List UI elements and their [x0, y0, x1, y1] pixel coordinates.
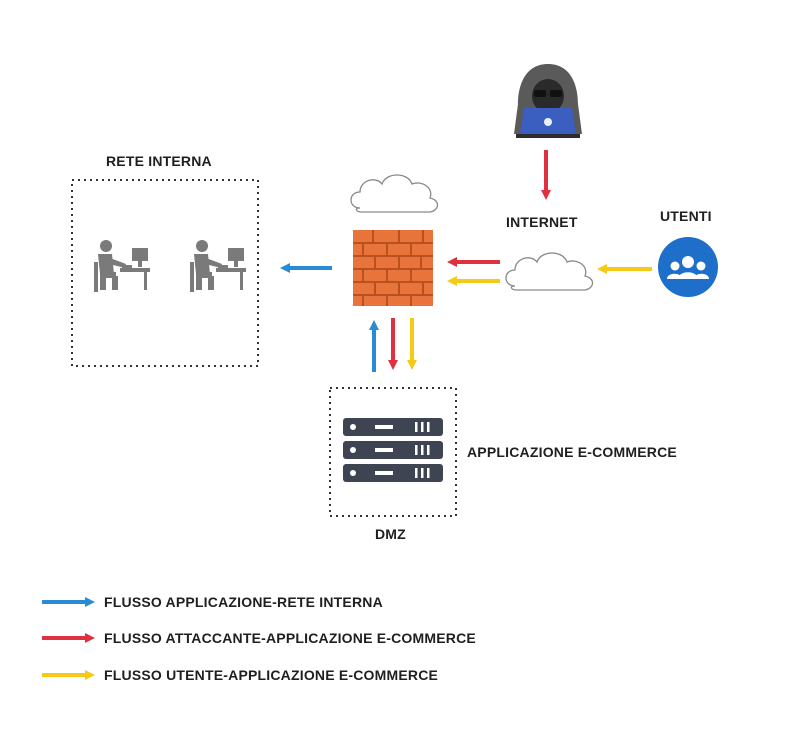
users-label: UTENTI	[660, 208, 712, 224]
internal-network-label: RETE INTERNA	[106, 153, 212, 169]
application-label: APPLICAZIONE E-COMMERCE	[467, 444, 677, 460]
cloud-icon	[505, 252, 594, 291]
cloud-icon	[350, 174, 439, 213]
hacker-icon	[514, 64, 582, 138]
workstation-person-icon	[190, 240, 246, 292]
legend-item-yellow: FLUSSO UTENTE-APPLICAZIONE E-COMMERCE	[104, 667, 439, 683]
users-group-icon	[658, 237, 718, 297]
internet-label: INTERNET	[506, 214, 578, 230]
dmz-label: DMZ	[375, 526, 406, 542]
legend-item-blue: FLUSSO APPLICAZIONE-RETE INTERNA	[104, 594, 383, 610]
server-rack-icon	[343, 418, 443, 482]
firewall-icon	[353, 230, 433, 306]
dmz-box	[329, 387, 457, 517]
legend-item-red: FLUSSO ATTACCANTE-APPLICAZIONE E-COMMERC…	[104, 630, 476, 646]
workstation-person-icon	[94, 240, 150, 292]
